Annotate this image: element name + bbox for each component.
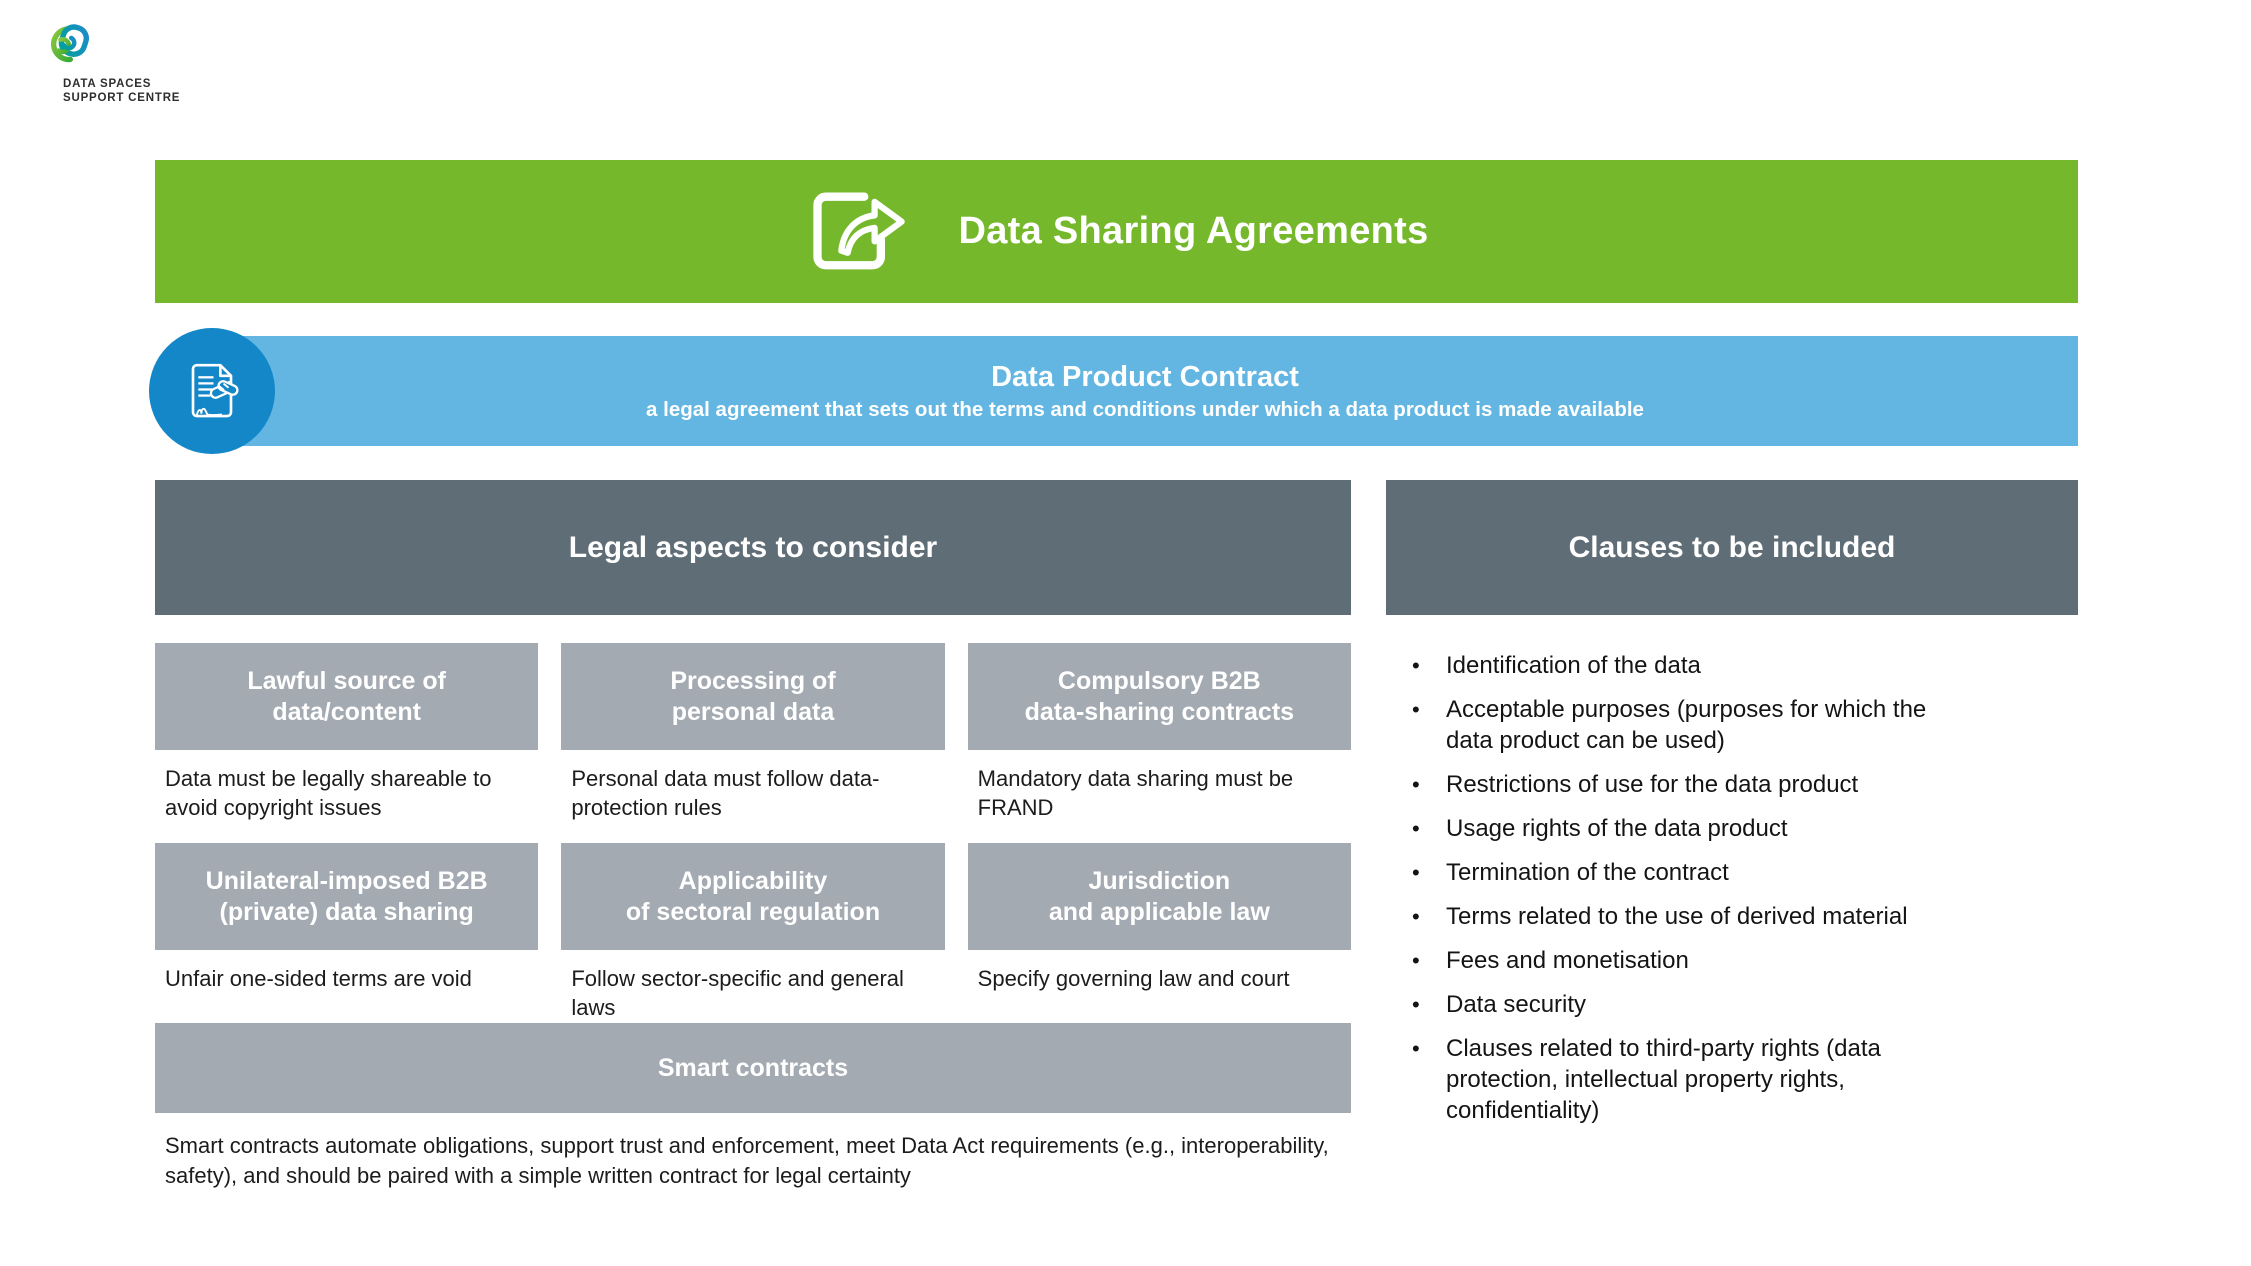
- clause-item: •Data security: [1412, 991, 1587, 1018]
- clause-item: •Fees and monetisation: [1412, 947, 1689, 974]
- clause-item: •Identification of the data: [1412, 652, 1701, 679]
- contract-banner: Data Product Contract a legal agreement …: [212, 336, 2078, 446]
- aspect-description: Mandatory data sharing must be FRAND: [977, 766, 1294, 820]
- logo-line-1: DATA SPACES: [63, 78, 152, 90]
- bullet-icon: •: [1412, 697, 1420, 722]
- aspect-description: Follow sector-specific and general laws: [571, 966, 904, 1020]
- legal-aspects-title: Legal aspects to consider: [568, 530, 938, 564]
- clauses-header: Clauses to be included: [1386, 480, 2078, 615]
- legal-aspects-header: Legal aspects to consider: [155, 480, 1351, 615]
- aspect-title: Compulsory B2B data-sharing contracts: [967, 643, 1351, 750]
- aspect-card: Lawful source of data/content Data must …: [155, 643, 539, 843]
- title-banner: Data Sharing Agreements: [155, 160, 2078, 303]
- bullet-icon: •: [1412, 772, 1420, 797]
- aspect-description: Unfair one-sided terms are void: [165, 966, 472, 991]
- contract-subtitle: a legal agreement that sets out the term…: [646, 397, 1644, 421]
- clause-item: •Restrictions of use for the data produc…: [1412, 771, 1859, 798]
- contract-title: Data Product Contract: [991, 360, 1299, 393]
- aspect-description: Specify governing law and court: [977, 966, 1290, 991]
- bullet-icon: •: [1412, 948, 1420, 973]
- legal-aspects-grid: Lawful source of data/content Data must …: [155, 643, 1351, 1023]
- aspect-card: Jurisdiction and applicable law Specify …: [967, 843, 1351, 1023]
- bullet-icon: •: [1412, 992, 1420, 1017]
- logo-line-2: SUPPORT CENTRE: [63, 92, 181, 104]
- aspect-card: Compulsory B2B data-sharing contracts Ma…: [967, 643, 1351, 843]
- clause-item: •Terms related to the use of derived mat…: [1412, 903, 1908, 930]
- clauses-list: •Identification of the data •Acceptable …: [1386, 650, 2078, 1126]
- page-title: Data Sharing Agreements: [958, 210, 1429, 252]
- aspect-title: Jurisdiction and applicable law: [967, 843, 1351, 950]
- share-icon: [813, 192, 906, 269]
- clause-item: •Acceptable purposes (purposes for which…: [1412, 696, 1927, 754]
- aspect-description: Personal data must follow data- protecti…: [571, 766, 880, 820]
- smart-contracts-title: Smart contracts: [155, 1023, 1351, 1113]
- legal-aspects-panel: Legal aspects to consider Lawful source …: [155, 480, 1351, 1191]
- aspect-card: Unilateral-imposed B2B (private) data sh…: [155, 843, 539, 1023]
- aspect-card: Processing of personal data Personal dat…: [561, 643, 945, 843]
- bullet-icon: •: [1412, 653, 1420, 678]
- clause-item: •Usage rights of the data product: [1412, 815, 1788, 842]
- bullet-icon: •: [1412, 1036, 1420, 1061]
- aspect-title: Applicability of sectoral regulation: [561, 843, 945, 950]
- aspect-description: Data must be legally shareable to avoid …: [165, 766, 492, 820]
- bullet-icon: •: [1412, 904, 1420, 929]
- dssc-logo-text: DATA SPACES SUPPORT CENTRE: [63, 77, 235, 105]
- smart-contracts-description: Smart contracts automate obligations, su…: [165, 1133, 1329, 1188]
- clause-item: •Termination of the contract: [1412, 859, 1729, 886]
- clause-item: •Clauses related to third-party rights (…: [1412, 1035, 1881, 1124]
- clauses-title: Clauses to be included: [1568, 530, 1896, 564]
- aspect-title: Unilateral-imposed B2B (private) data sh…: [155, 843, 539, 950]
- dssc-logo-mark: [50, 24, 89, 63]
- aspect-card: Applicability of sectoral regulation Fol…: [561, 843, 945, 1023]
- aspect-title: Processing of personal data: [561, 643, 945, 750]
- document-handshake-icon: [191, 363, 239, 418]
- clauses-panel: Clauses to be included •Identification o…: [1386, 480, 2078, 1139]
- contract-badge: [149, 328, 275, 454]
- dssc-logo: DATA SPACES SUPPORT CENTRE: [35, 20, 235, 105]
- bullet-icon: •: [1412, 816, 1420, 841]
- bullet-icon: •: [1412, 860, 1420, 885]
- aspect-title: Lawful source of data/content: [155, 643, 539, 750]
